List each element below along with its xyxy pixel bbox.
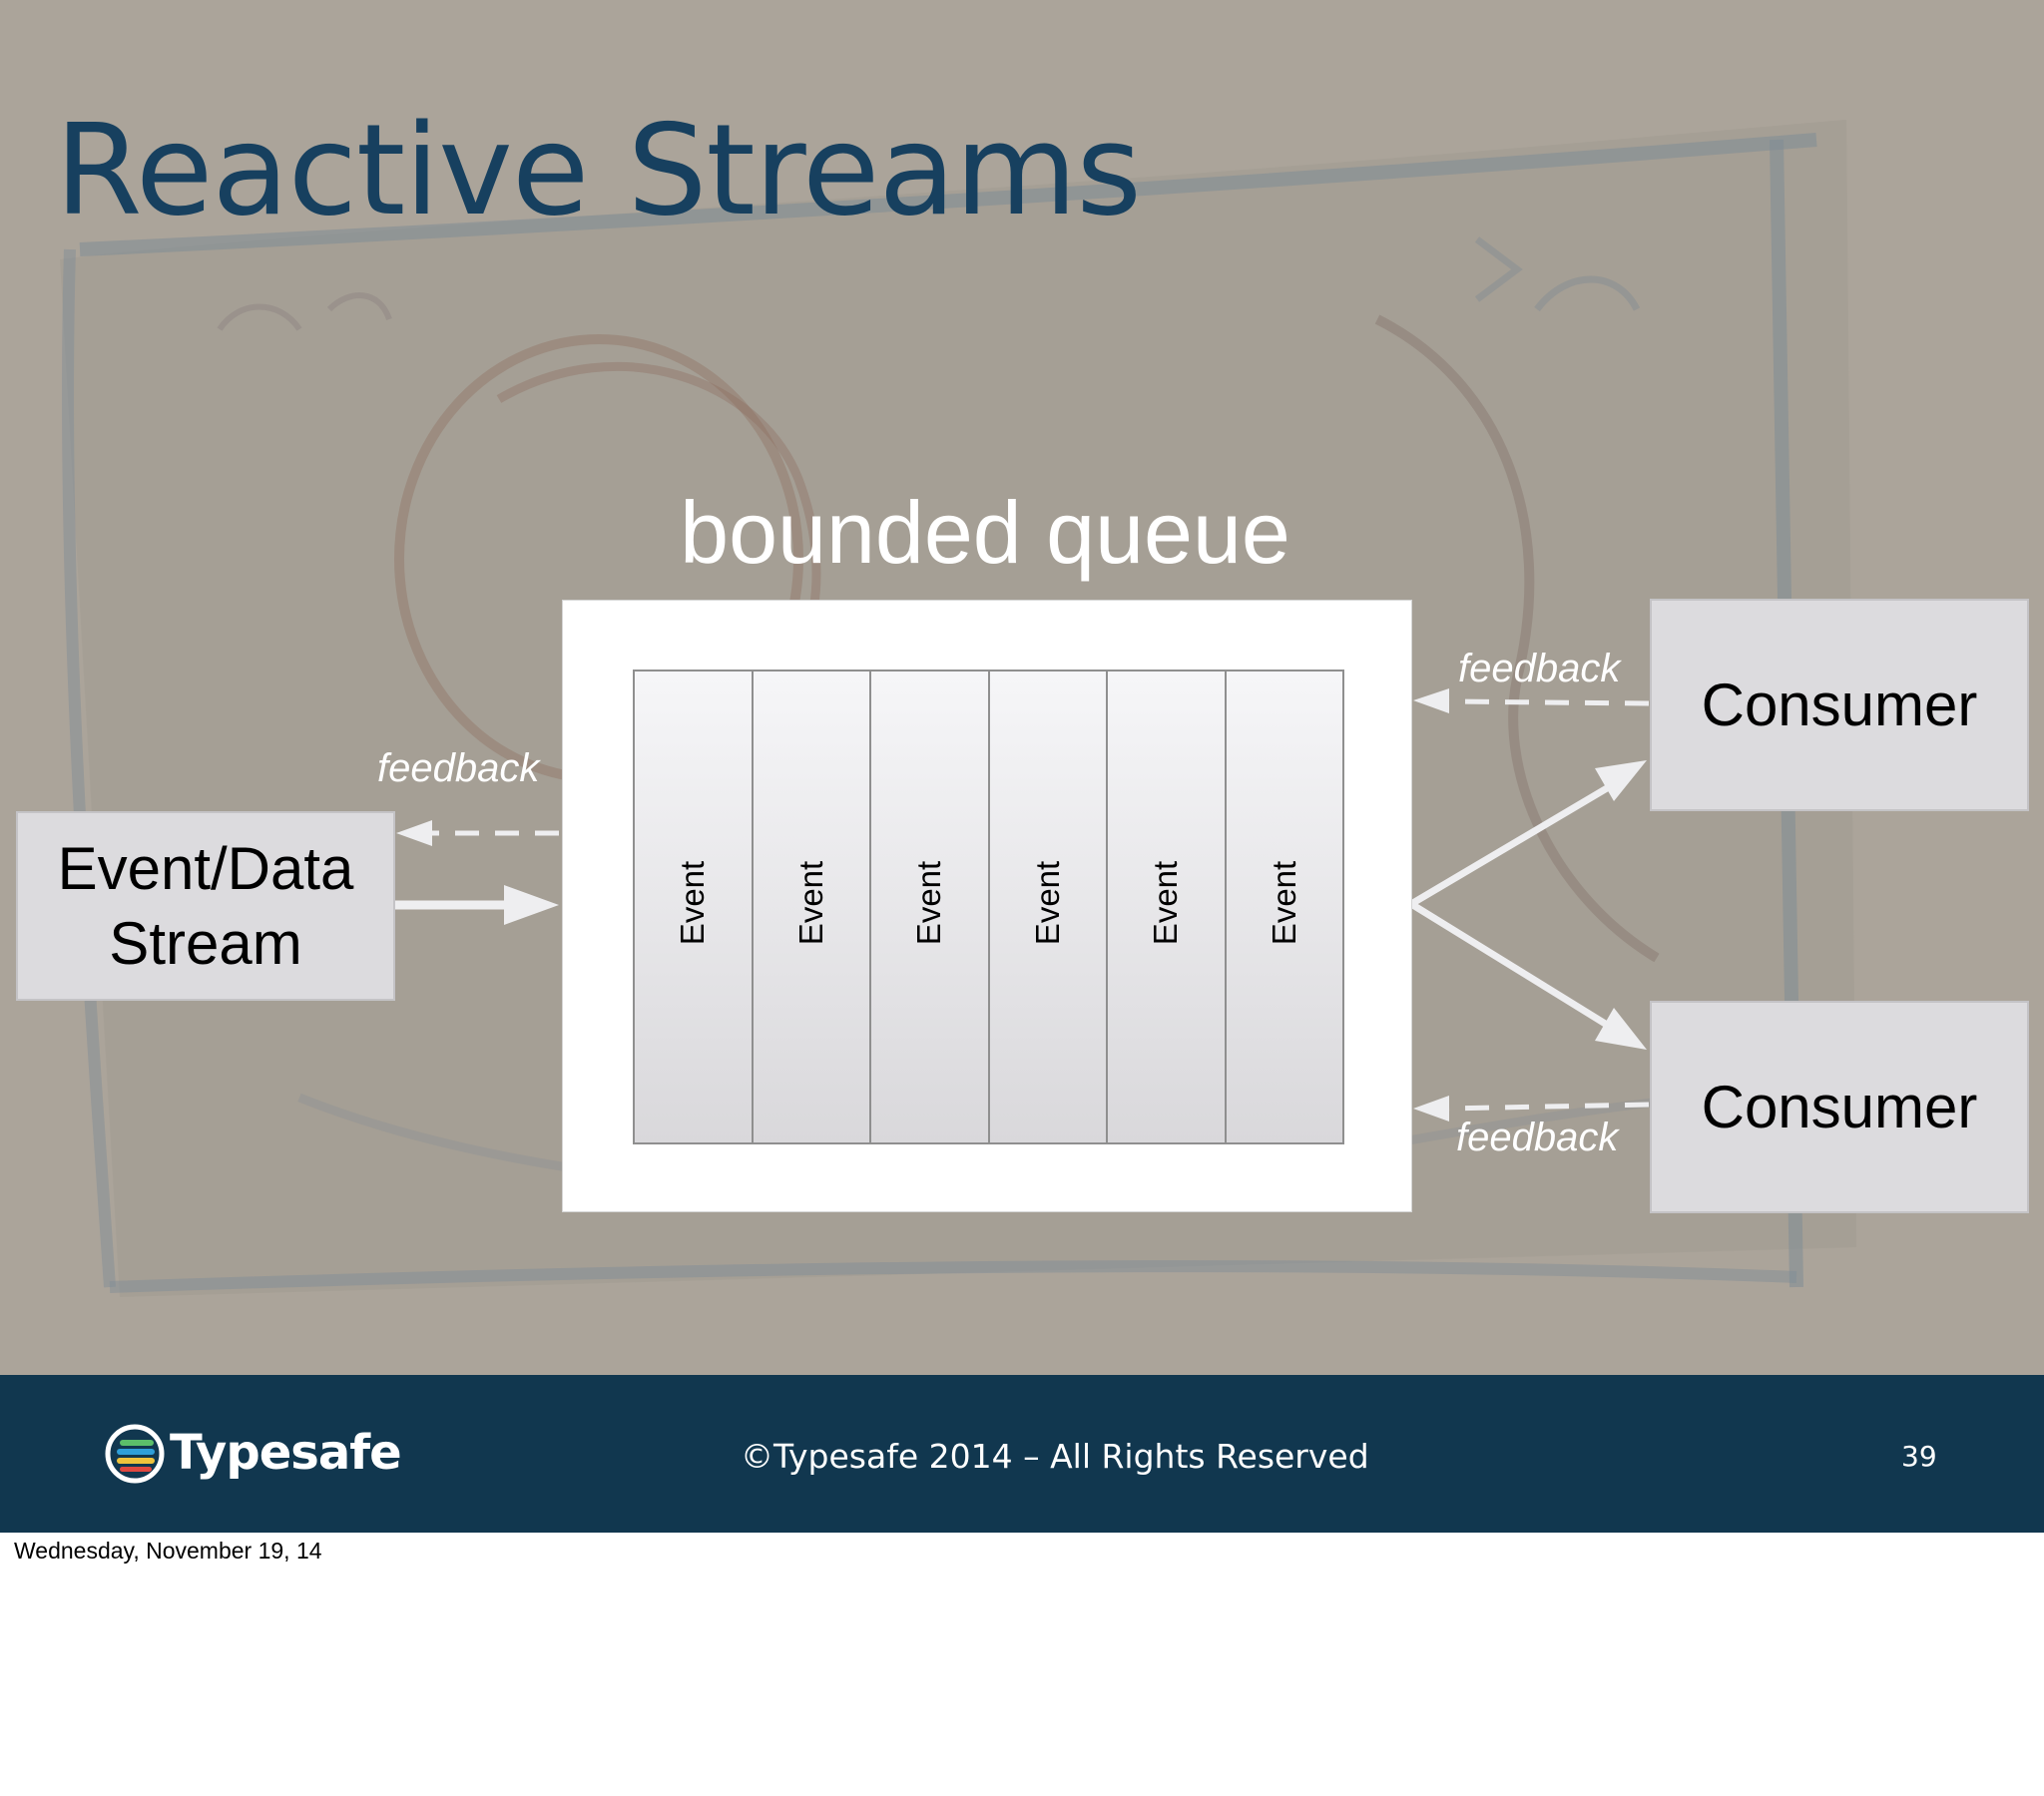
feedback-label-consumer-2: feedback [1456, 1116, 1619, 1159]
queue-slot: Event [1108, 672, 1227, 1142]
push-arrow [392, 885, 559, 925]
consumer-node-1: Consumer [1650, 599, 2029, 811]
slide: Reactive Streams [0, 0, 2044, 1533]
typesafe-logo-icon [105, 1424, 165, 1484]
producer-node: Event/Data Stream [16, 811, 395, 1001]
queue-slot-label: Event [910, 860, 948, 946]
consumer-label: Consumer [1701, 672, 1978, 738]
feedback-label-consumer-1: feedback [1458, 647, 1621, 690]
bounded-queue: Event Event Event Event Event Event [562, 600, 1412, 1212]
queue-slot: Event [635, 672, 754, 1142]
slide-footer [0, 1375, 2044, 1533]
slide-title: Reactive Streams [55, 97, 1142, 243]
queue-slot: Event [753, 672, 871, 1142]
feedback-arrow-consumer-2 [1413, 1096, 1650, 1122]
consumer-label: Consumer [1701, 1074, 1978, 1140]
diagram-arrows [392, 688, 1650, 1122]
queue-slot: Event [989, 672, 1108, 1142]
date-caption: Wednesday, November 19, 14 [14, 1538, 322, 1564]
queue-slot: Event [1226, 672, 1342, 1142]
feedback-arrow-producer [396, 820, 559, 846]
slide-number: 39 [1901, 1440, 1937, 1473]
producer-label-line-2: Stream [109, 910, 302, 977]
queue-slots: Event Event Event Event Event Event [633, 670, 1344, 1144]
deliver-arrow-consumer-1 [1409, 760, 1647, 908]
queue-slot: Event [871, 672, 990, 1142]
queue-slot-label: Event [791, 860, 829, 946]
deliver-arrow-consumer-2 [1409, 901, 1647, 1050]
feedback-arrow-consumer-1 [1413, 688, 1650, 713]
feedback-label-producer: feedback [377, 746, 540, 790]
consumer-node-2: Consumer [1650, 1001, 2029, 1213]
producer-label-line-1: Event/Data [57, 835, 354, 902]
queue-label: bounded queue [680, 483, 1290, 582]
queue-slot-label: Event [1147, 860, 1185, 946]
copyright-text: ©Typesafe 2014 – All Rights Reserved [741, 1437, 1369, 1476]
queue-slot-label: Event [674, 860, 712, 946]
typesafe-logo-text: Typesafe [170, 1425, 402, 1481]
queue-slot-label: Event [1265, 860, 1302, 946]
queue-slot-label: Event [1028, 860, 1066, 946]
